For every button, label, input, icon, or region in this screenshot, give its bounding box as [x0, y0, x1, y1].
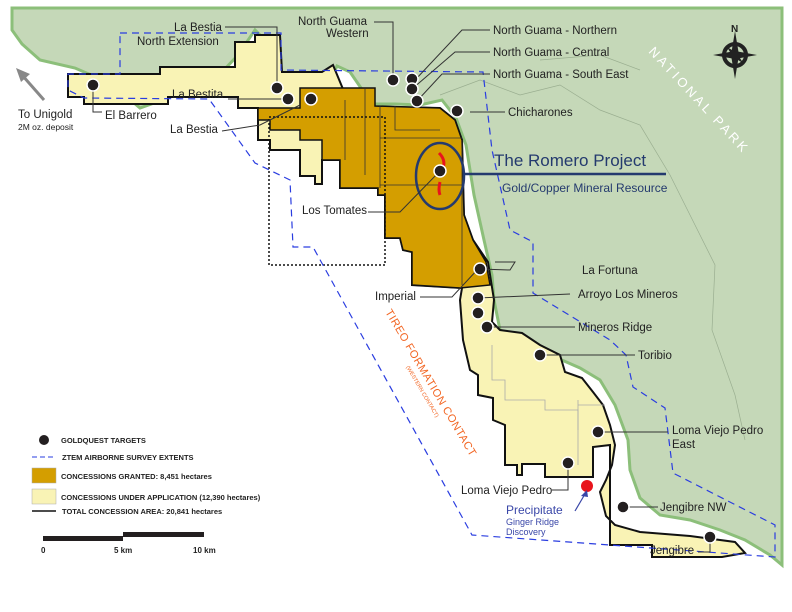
unigold-arrowhead-icon: [16, 68, 30, 82]
legend-application-swatch: [31, 488, 57, 505]
label-la-bestia-top: La Bestia: [174, 22, 223, 34]
legend-total-label: TOTAL CONCESSION AREA: 20,841 hectares: [62, 507, 222, 516]
discovery-sublabel-2: Discovery: [506, 527, 546, 537]
label-el-barrero: El Barrero: [105, 110, 157, 122]
target-jengibre[interactable]: [703, 530, 717, 544]
label-north-guama-northern: North Guama - Northern: [493, 25, 617, 37]
label-los-tomates: Los Tomates: [302, 205, 367, 217]
concession-internal-lines: [491, 345, 605, 465]
target-north-guama-south-east[interactable]: [410, 94, 424, 108]
label-imperial: Imperial: [375, 291, 416, 303]
target-la-fortuna[interactable]: [473, 262, 487, 276]
compass-rose-icon: [713, 31, 757, 79]
label-north-extension: North Extension: [137, 36, 219, 48]
legend-target-icon: [39, 435, 49, 445]
target-los-tomates[interactable]: [433, 164, 447, 178]
unigold-arrow: [20, 74, 46, 101]
legend-ztem-label: ZTEM AIRBORNE SURVEY EXTENTS: [62, 453, 194, 462]
discovery-arrowhead-icon: [581, 490, 588, 497]
scale-bar: 0 5 km 10 km: [41, 532, 216, 555]
label-north-guama-central: North Guama - Central: [493, 47, 609, 59]
label-north-guama: North Guama: [298, 16, 368, 28]
label-loma-viejo-pedro-east-1: Loma Viejo Pedro: [672, 425, 763, 437]
target-la-bestita-2[interactable]: [304, 92, 318, 106]
target-jengibre-nw[interactable]: [616, 500, 630, 514]
label-leader-lines: [92, 21, 711, 553]
label-loma-viejo-pedro: Loma Viejo Pedro: [461, 485, 552, 497]
target-la-bestia-north-extension[interactable]: [270, 81, 284, 95]
label-toribio: Toribio: [638, 350, 672, 362]
target-north-guama-western[interactable]: [386, 73, 400, 87]
label-jengibre-nw: Jengibre NW: [660, 502, 727, 514]
unigold-label: To Unigold: [18, 109, 72, 121]
project-subtitle: Gold/Copper Mineral Resource: [502, 181, 668, 195]
label-la-fortuna: La Fortuna: [582, 265, 638, 277]
target-toribio[interactable]: [533, 348, 547, 362]
target-loma-viejo-pedro[interactable]: [561, 456, 575, 470]
romero-project-highlight: [414, 141, 466, 211]
target-el-barrero[interactable]: [86, 78, 100, 92]
label-mineros-ridge: Mineros Ridge: [578, 322, 652, 334]
label-arroyo-los-mineros: Arroyo Los Mineros: [578, 289, 678, 301]
target-imperial[interactable]: [471, 291, 485, 305]
goldquest-targets: [86, 72, 717, 544]
target-north-guama-central[interactable]: [405, 82, 419, 96]
target-loma-viejo-pedro-east[interactable]: [591, 425, 605, 439]
label-la-bestia: La Bestia: [170, 124, 219, 136]
legend-granted-label: CONCESSIONS GRANTED: 8,451 hectares: [61, 472, 212, 481]
legend-targets-label: GOLDQUEST TARGETS: [61, 436, 146, 445]
legend-granted-swatch: [31, 467, 57, 484]
legend-application-label: CONCESSIONS UNDER APPLICATION (12,390 he…: [61, 493, 261, 502]
label-western: Western: [326, 28, 369, 40]
target-la-bestita-1[interactable]: [281, 92, 295, 106]
discovery-sublabel-1: Ginger Ridge: [506, 517, 559, 527]
terrain-contours: [439, 54, 746, 441]
target-chicharones[interactable]: [450, 104, 464, 118]
compass-north-label: N: [731, 24, 738, 35]
target-arroyo-los-mineros[interactable]: [471, 306, 485, 320]
discovery-arrow: [574, 493, 586, 512]
scale-tick-0: 0: [41, 546, 46, 555]
scale-tick-10km: 10 km: [193, 546, 216, 555]
project-title: The Romero Project: [494, 151, 646, 170]
label-jengibre: Jengibre: [650, 545, 694, 557]
scale-tick-5km: 5 km: [114, 546, 132, 555]
discovery-title: Precipitate: [506, 503, 563, 517]
precipitate-discovery-marker[interactable]: [581, 480, 593, 492]
label-chicharones: Chicharones: [508, 107, 573, 119]
label-loma-viejo-pedro-east-2: East: [672, 439, 696, 451]
legend: GOLDQUEST TARGETS ZTEM AIRBORNE SURVEY E…: [31, 435, 261, 516]
granted-internal-lines: [344, 88, 463, 285]
label-la-bestita: La Bestita: [172, 89, 224, 101]
target-mineros-ridge[interactable]: [480, 320, 494, 334]
unigold-sublabel: 2M oz. deposit: [18, 122, 74, 132]
dotted-block-outline: [268, 116, 386, 266]
label-north-guama-south-east: North Guama - South East: [493, 69, 629, 81]
ztem-survey-extent: [67, 32, 776, 558]
